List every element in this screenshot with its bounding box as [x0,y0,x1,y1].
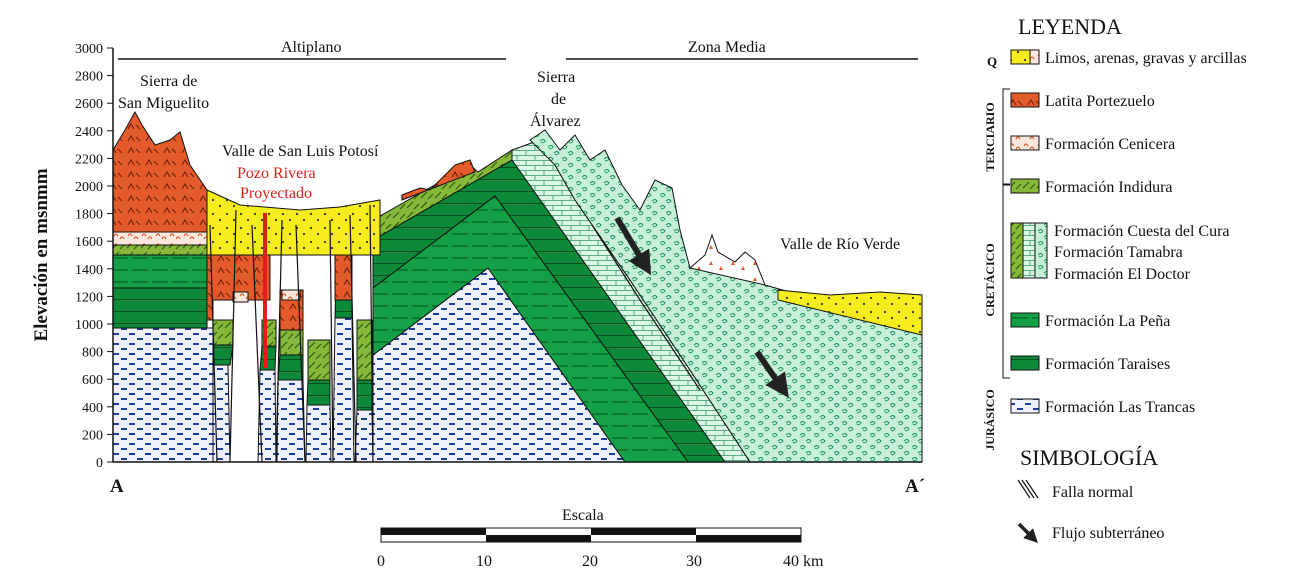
label-sierra-alvarez-3: Álvarez [530,111,581,130]
unit-latita-cap [401,159,476,201]
faults [209,204,701,463]
unit-small-cap [688,233,766,286]
legend-label-limos: Limos, arenas, gravas y arcillas [1045,50,1247,67]
flujo-icon [1017,522,1038,543]
legend-label-trancas: Formación Las Trancas [1045,399,1195,416]
label-sierra-alvarez-2: de [551,91,566,108]
age-jurasico: JURÁSICO [983,389,997,450]
y-tick-label: 2800 [75,70,103,85]
scale-title: Escala [562,507,604,524]
y-tick-label: 2200 [75,152,103,167]
label-valle-rio-verde: Valle de Río Verde [780,236,900,253]
unit-limos [206,189,923,336]
scale-tick-20: 20 [582,553,598,570]
scale-tick-10: 10 [476,553,492,570]
y-tick-label: 200 [82,428,103,443]
simbologia-falla: Falla normal [1052,484,1134,501]
legend-swatch-indidura [1010,178,1040,194]
y-tick-label: 600 [82,373,103,388]
legend-label-tamabra: Formación Tamabra [1054,244,1183,261]
simbologia-title: SIMBOLOGÍA [1020,445,1158,470]
scale-tick-40: 40 km [783,553,824,570]
legend-label-cenicera: Formación Cenicera [1045,136,1175,153]
section-end-label: A´ [905,476,925,497]
label-pozo-1: Pozo Rivera [237,165,316,182]
y-tick-label: 1200 [75,290,103,305]
y-tick-label: 2600 [75,97,103,112]
y-tick-label: 1600 [75,235,103,250]
legend-swatch-limos-2 [1029,49,1040,65]
scale-tick-0: 0 [377,553,385,570]
y-tick-label: 2400 [75,125,103,140]
legend-label-doctor: Formación El Doctor [1054,266,1191,283]
legend-swatch-tamabra [1022,222,1036,279]
scale-bar: Escala 0 10 20 30 40 km [377,507,824,570]
legend-swatch-taraises [1010,355,1040,371]
unit-el-doctor [529,129,923,463]
legend-swatch-cenicera [1010,135,1040,151]
legend-label-latita: Latita Portezuelo [1045,93,1155,110]
age-terciario: TERCIARIO [983,102,997,171]
y-tick-label: 1000 [75,318,103,333]
legend-swatch-cuesta [1010,222,1024,279]
label-sierra-alvarez-1: Sierra [537,69,575,86]
y-tick-label: 1400 [75,263,103,278]
legend-label-indidura: Formación Indidura [1045,179,1173,196]
label-sierra-miguelito-1: Sierra de [140,73,197,90]
simbologia-flujo: Flujo subterráneo [1052,525,1164,542]
region-altiplano: Altiplano [281,39,341,56]
legend-label-pena: Formación La Peña [1045,313,1170,330]
section-body [112,58,923,463]
label-pozo-2: Proyectado [240,185,312,202]
age-q: Q [987,54,997,69]
y-axis: 0 200 400 600 800 1000 1200 1400 1600 1800 2000 220… [31,42,922,471]
section-start-label: A [110,476,124,497]
y-tick-label: 800 [82,346,103,361]
y-tick-label: 3000 [75,42,103,57]
legend-label-taraises: Formación Taraises [1045,356,1170,373]
legend-title: LEYENDA [1018,14,1122,39]
age-cretacico: CRETÁCICO [983,243,997,316]
falla-normal-icon [1017,479,1039,499]
y-tick-label: 1800 [75,208,103,223]
y-tick-label: 2000 [75,180,103,195]
region-zona-media: Zona Media [688,39,766,56]
flow-arrow-2 [754,350,789,398]
legend-swatch-pena [1010,312,1040,328]
y-tick-label: 0 [96,456,103,471]
flow-arrow-1 [614,216,652,276]
unit-latita-portezuelo [112,110,353,331]
legend-swatch-doctor [1034,222,1048,279]
y-tick-label: 400 [82,401,103,416]
y-axis-label: Elevación en msnmm [31,168,52,341]
legend: LEYENDA Q Limos, arenas, gravas y arcill… [983,14,1247,543]
legend-swatch-latita [1010,92,1040,108]
label-valle-slp: Valle de San Luis Potosí [222,143,379,160]
legend-swatch-trancas [1010,398,1040,414]
scale-tick-30: 30 [686,553,702,570]
label-sierra-miguelito-2: San Miguelito [118,95,209,112]
legend-label-cuesta: Formación Cuesta del Cura [1054,223,1230,240]
